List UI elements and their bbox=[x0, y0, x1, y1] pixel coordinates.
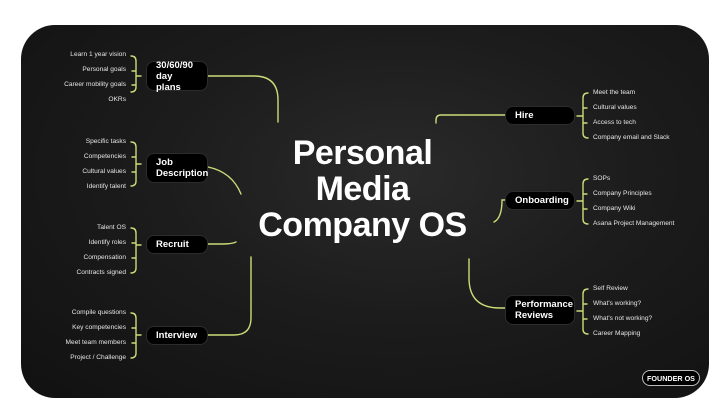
leaf-item: Project / Challenge bbox=[70, 354, 126, 361]
leaf-item: Compile questions bbox=[71, 309, 126, 316]
leaf-item: What's working? bbox=[593, 300, 642, 307]
leaf-item: Company email and Slack bbox=[593, 134, 670, 141]
leaf-item: What's not working? bbox=[593, 315, 653, 322]
leaf-item: Meet team members bbox=[65, 339, 126, 346]
leaf-item: Meet the team bbox=[593, 89, 636, 96]
leaf-item: OKRs bbox=[108, 96, 126, 103]
leaf-item: Competencies bbox=[83, 153, 126, 160]
leaf-item: Self Review bbox=[593, 285, 628, 292]
node-interview[interactable]: Interview bbox=[146, 326, 208, 345]
leaf-item: SOPs bbox=[593, 175, 611, 182]
node-job-description[interactable]: Job Description bbox=[146, 153, 208, 183]
node-recruit[interactable]: Recruit bbox=[146, 235, 208, 254]
leaf-item: Contracts signed bbox=[76, 269, 126, 276]
leaf-item: Asana Project Management bbox=[593, 220, 675, 227]
central-title: Personal Media Company OS bbox=[258, 134, 467, 244]
founder-os-badge: FOUNDER OS bbox=[642, 370, 700, 386]
leaf-item: Cultural values bbox=[82, 168, 126, 175]
node-30-60-90-day-plans[interactable]: 30/60/90 day plans bbox=[146, 60, 208, 93]
leaf-item: Personal goals bbox=[82, 66, 126, 73]
leaf-item: Career Mapping bbox=[593, 330, 641, 337]
leaf-item: Specific tasks bbox=[85, 138, 126, 145]
node-onboarding[interactable]: Onboarding bbox=[505, 191, 575, 210]
leaf-item: Access to tech bbox=[593, 119, 636, 126]
node-performance-reviews[interactable]: Performance Reviews bbox=[505, 295, 575, 325]
leaf-item: Company Wiki bbox=[593, 205, 636, 212]
leaf-item: Key competencies bbox=[72, 324, 126, 331]
leaf-item: Identify roles bbox=[88, 239, 126, 246]
leaf-item: Talent OS bbox=[97, 224, 126, 231]
leaf-item: Compensation bbox=[83, 254, 126, 261]
leaf-item: Cultural values bbox=[593, 104, 637, 111]
node-hire[interactable]: Hire bbox=[505, 106, 575, 125]
leaf-item: Career mobility goals bbox=[64, 81, 126, 88]
leaf-item: Identify talent bbox=[86, 183, 126, 190]
leaf-item: Learn 1 year vision bbox=[70, 51, 126, 58]
leaf-item: Company Principles bbox=[593, 190, 652, 197]
